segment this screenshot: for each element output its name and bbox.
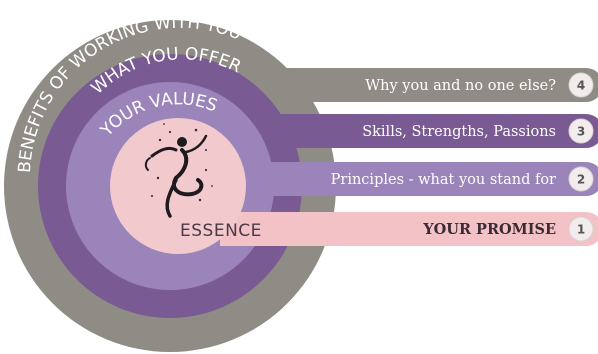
bar-1-shape [220,212,598,246]
bar-4-shape [250,68,598,102]
bar-3-shape [240,114,598,148]
bar-4-label: Why you and no one else? [365,78,556,94]
badge-4-number: 4 [577,79,585,93]
badge-4: 4 [568,72,594,98]
dancing-figure-icon [144,123,213,218]
bar-2-shape [230,162,598,196]
bar-2-label: Principles - what you stand for [331,172,556,188]
badge-1: 1 [568,216,594,242]
badge-3: 3 [568,118,594,144]
bar-1-label: YOUR PROMISE [422,221,556,238]
essence-core [110,118,246,254]
badge-2-number: 2 [577,173,585,187]
badge-3-number: 3 [577,125,585,139]
badge-1-number: 1 [577,223,585,237]
bar-3-label: Skills, Strengths, Passions [362,124,556,140]
badge-2: 2 [568,166,594,192]
essence-label: ESSENCE [180,221,262,241]
